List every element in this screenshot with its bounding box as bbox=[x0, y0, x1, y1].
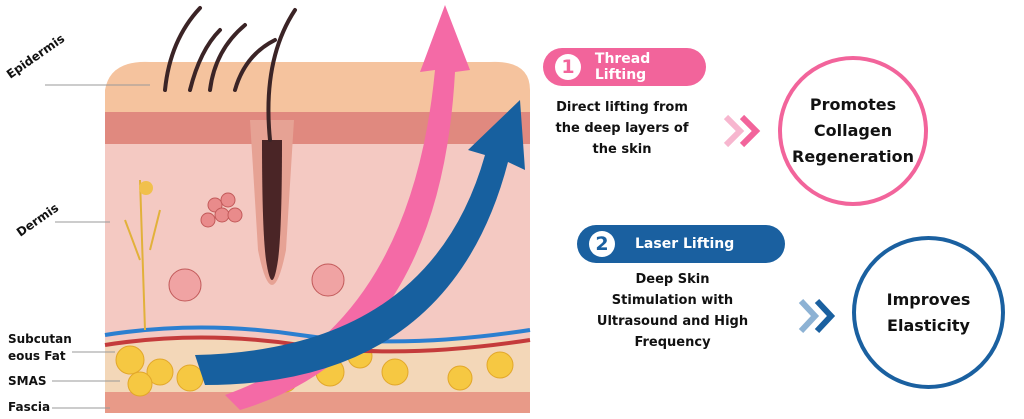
result-line: Promotes bbox=[809, 95, 897, 114]
badge-title: Thread Lifting bbox=[594, 51, 651, 83]
skin-cross-section-illustration bbox=[45, 5, 531, 413]
desc-line: Deep Skin bbox=[635, 272, 710, 287]
laser-lifting-badge: 2 Laser Lifting bbox=[577, 225, 785, 263]
step-number: 2 bbox=[589, 231, 615, 257]
desc-line: the skin bbox=[592, 142, 652, 157]
desc-line: Frequency bbox=[634, 335, 711, 350]
label-line: Subcutan bbox=[8, 332, 72, 346]
label-leader-lines bbox=[45, 84, 150, 409]
desc-line: Ultrasound and High bbox=[596, 314, 749, 329]
desc-line: Direct lifting from bbox=[556, 100, 688, 115]
label-fascia: Fascia bbox=[8, 400, 51, 414]
laser-lifting-arrow bbox=[195, 100, 525, 385]
label-subcutaneous-fat: Subcutan eous Fat bbox=[8, 331, 72, 365]
hair-strands bbox=[163, 6, 297, 142]
badge-title: Laser Lifting bbox=[635, 236, 735, 252]
desc-line: the deep layers of bbox=[555, 121, 689, 136]
step-number: 1 bbox=[555, 54, 581, 80]
result-line: Elasticity bbox=[887, 315, 970, 335]
thread-lifting-description: Direct lifting from the deep layers of the… bbox=[540, 97, 704, 160]
desc-line: Stimulation with bbox=[611, 293, 734, 308]
result-line: Improves bbox=[886, 289, 971, 309]
label-line: eous Fat bbox=[8, 349, 66, 363]
result-line: Regeneration bbox=[792, 147, 914, 166]
label-smas: SMAS bbox=[8, 374, 47, 388]
double-chevron-right-icon bbox=[798, 298, 836, 334]
thread-lifting-badge: 1 Thread Lifting bbox=[543, 48, 706, 86]
double-chevron-right-icon bbox=[723, 114, 761, 148]
result-line: Collagen bbox=[813, 121, 893, 140]
